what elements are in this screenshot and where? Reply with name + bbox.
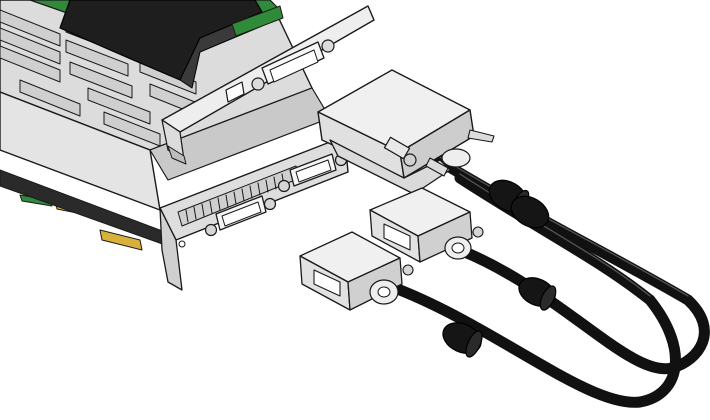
lower-bracket-screw-hole: [178, 240, 186, 248]
lower-dvi-port-left: [204, 195, 277, 237]
ferrite-bead-lower-2: [442, 322, 483, 358]
dvi1-thumbscrew: [472, 226, 484, 238]
pcb-green-strip: [231, 5, 284, 37]
lower-bracket-foot: [159, 207, 183, 291]
dvi-breakout-connector-1: [369, 187, 484, 263]
dvi2-plug: [313, 269, 341, 297]
ferrite-bead-lower-1: [518, 277, 557, 311]
cable-upper-loop: [432, 154, 710, 375]
ferrite-beads: [442, 179, 557, 358]
cable-strain-relief: [441, 148, 471, 168]
breakout-cables: [394, 154, 710, 408]
cable-exit-clamp-upper: [467, 129, 495, 143]
upper-bracket-tab: [167, 145, 187, 165]
dvi2-thumbscrew: [402, 264, 414, 276]
lower-bracket-vent-slots: [185, 173, 285, 223]
upper-dvi-port: [251, 39, 335, 91]
dual-link-cable-head: [317, 69, 495, 195]
dvi1-plug: [383, 223, 411, 251]
upper-small-port: [225, 81, 245, 103]
lower-dvi-port-right: [277, 153, 348, 193]
graphics-card: [0, 0, 375, 291]
thumbscrew-icon: [383, 136, 417, 167]
dvi1-side: [417, 211, 473, 263]
cable-head-body: [329, 139, 451, 195]
dvi-breakout-connector-2: [299, 231, 414, 311]
cable-lower-loop: [394, 172, 681, 408]
cable-exit-clamp-lower: [425, 157, 449, 177]
ferrite-bead-upper-2: [510, 195, 550, 229]
